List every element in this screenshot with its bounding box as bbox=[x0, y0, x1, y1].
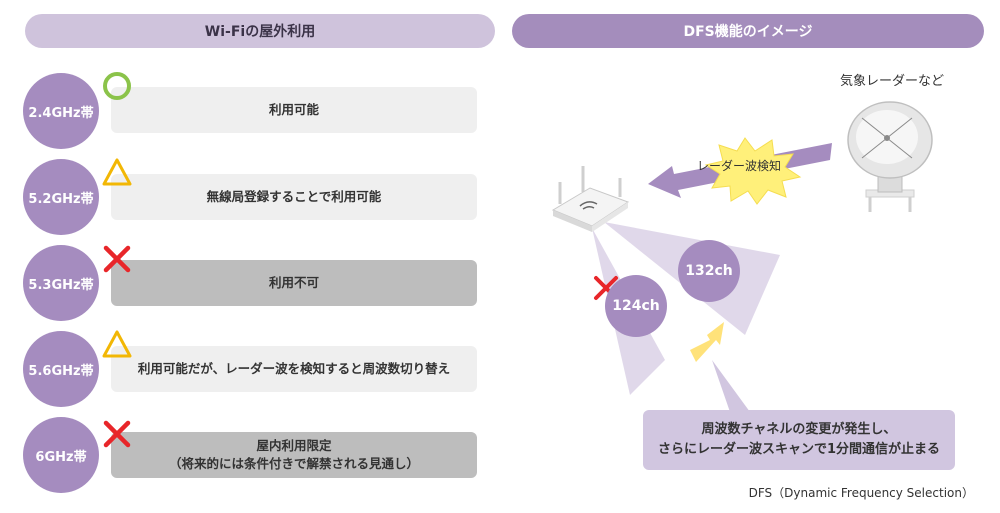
callout-pointer bbox=[712, 360, 750, 412]
radar-dish-icon bbox=[847, 101, 933, 212]
detect-label: レーダー波検知 bbox=[697, 159, 782, 173]
band-desc-24: 利用可能 bbox=[111, 87, 477, 133]
radar-label: 気象レーダーなど bbox=[840, 74, 945, 89]
callout-box: 周波数チャネルの変更が発生し、さらにレーダー波スキャンで1分間通信が止まる bbox=[643, 410, 955, 470]
band-label-52: 5.2GHz帯 bbox=[23, 159, 99, 235]
channel-old: 124ch bbox=[605, 275, 667, 337]
right-header: DFS機能のイメージ bbox=[512, 14, 984, 48]
footnote: DFS（Dynamic Frequency Selection） bbox=[748, 486, 974, 500]
band-desc-52: 無線局登録することで利用可能 bbox=[111, 174, 477, 220]
detect-starburst bbox=[704, 137, 802, 205]
ok-circle-icon bbox=[103, 72, 131, 100]
channel-new: 132ch bbox=[678, 240, 740, 302]
band-desc-6: 屋内利用限定（将来的には条件付きで解禁される見通し） bbox=[111, 432, 477, 478]
switch-arrow bbox=[690, 322, 724, 362]
band-label-53: 5.3GHz帯 bbox=[23, 245, 99, 321]
band-label-56: 5.6GHz帯 bbox=[23, 331, 99, 407]
ng-cross-icon bbox=[103, 245, 131, 273]
warning-triangle-icon bbox=[102, 330, 132, 358]
wifi-router-icon bbox=[551, 166, 630, 232]
band-desc-56: 利用可能だが、レーダー波を検知すると周波数切り替え bbox=[111, 346, 477, 392]
left-header: Wi-Fiの屋外利用 bbox=[25, 14, 495, 48]
warning-triangle-icon bbox=[102, 158, 132, 186]
band-desc-53: 利用不可 bbox=[111, 260, 477, 306]
band-label-6: 6GHz帯 bbox=[23, 417, 99, 493]
ng-cross-icon bbox=[103, 420, 131, 448]
band-label-24: 2.4GHz帯 bbox=[23, 73, 99, 149]
